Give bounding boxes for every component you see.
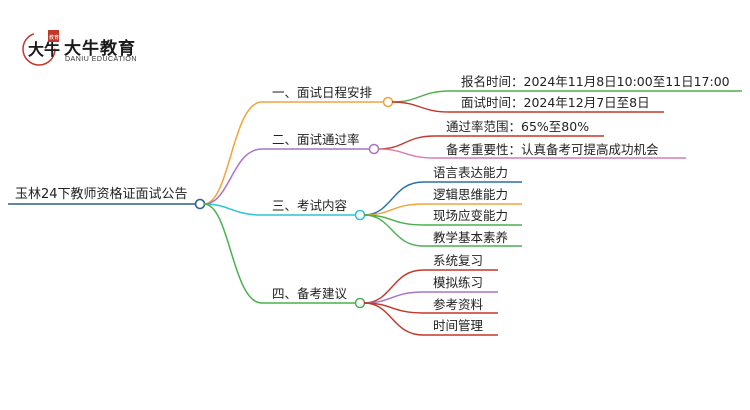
- connector-2-1: [377, 135, 436, 150]
- leaf-2-1-label: 通过率范围：65%至80%: [446, 119, 589, 134]
- connector-branch-3: [203, 203, 263, 216]
- branch-2-node[interactable]: [368, 143, 380, 155]
- branch-1-label: 一、面试日程安排: [272, 85, 373, 100]
- branch-3-label: 三、考试内容: [272, 198, 347, 213]
- connector-3-1: [363, 181, 424, 216]
- branch-3-node[interactable]: [354, 209, 366, 221]
- branch-1-node[interactable]: [382, 96, 394, 108]
- root-label: 玉林24下教师资格证面试公告: [15, 186, 188, 202]
- svg-text:教育: 教育: [49, 34, 59, 41]
- connector-4-4: [363, 302, 424, 336]
- leaf-3-1-label: 语言表达能力: [433, 165, 508, 180]
- branch-4-label: 四、备考建议: [272, 286, 348, 301]
- branch-4-node[interactable]: [354, 297, 366, 309]
- leaf-2-2-label: 备考重要性：认真备考可提高成功机会: [446, 142, 659, 157]
- branch-2-label: 二、面试通过率: [272, 132, 360, 147]
- leaf-1-2-label: 面试时间：2024年12月7日至8日: [461, 95, 650, 110]
- leaf-1-1-label: 报名时间：2024年11月8日10:00至11日17:00: [461, 74, 730, 89]
- leaf-4-3-label: 参考资料: [433, 297, 484, 312]
- leaf-4-1-label: 系统复习: [433, 253, 483, 268]
- connector-1-1: [391, 90, 451, 103]
- connector-branch-4: [203, 203, 263, 304]
- leaf-3-3-label: 现场应变能力: [433, 208, 508, 223]
- leaf-3-2-label: 逻辑思维能力: [433, 187, 508, 202]
- svg-text:大牛: 大牛: [28, 40, 60, 59]
- leaf-3-4-label: 教学基本素养: [433, 230, 508, 245]
- connector-4-1: [363, 269, 424, 304]
- leaf-4-2-label: 模拟练习: [433, 275, 483, 290]
- brand-subtitle: DANIU EDUCATION: [65, 56, 137, 63]
- brand-name: 大牛教育: [64, 39, 136, 59]
- connector-3-4: [363, 214, 424, 247]
- daniu-logo-icon: 大牛 教育: [22, 30, 60, 66]
- connector-branch-2: [203, 148, 263, 205]
- root-node[interactable]: [194, 198, 206, 210]
- connector-1-2: [391, 101, 451, 113]
- connector-2-2: [377, 148, 436, 159]
- connector-branch-1: [203, 101, 263, 205]
- brand-logo: 大牛 教育 大牛教育 DANIU EDUCATION: [22, 28, 162, 72]
- leaf-4-4-label: 时间管理: [433, 318, 484, 333]
